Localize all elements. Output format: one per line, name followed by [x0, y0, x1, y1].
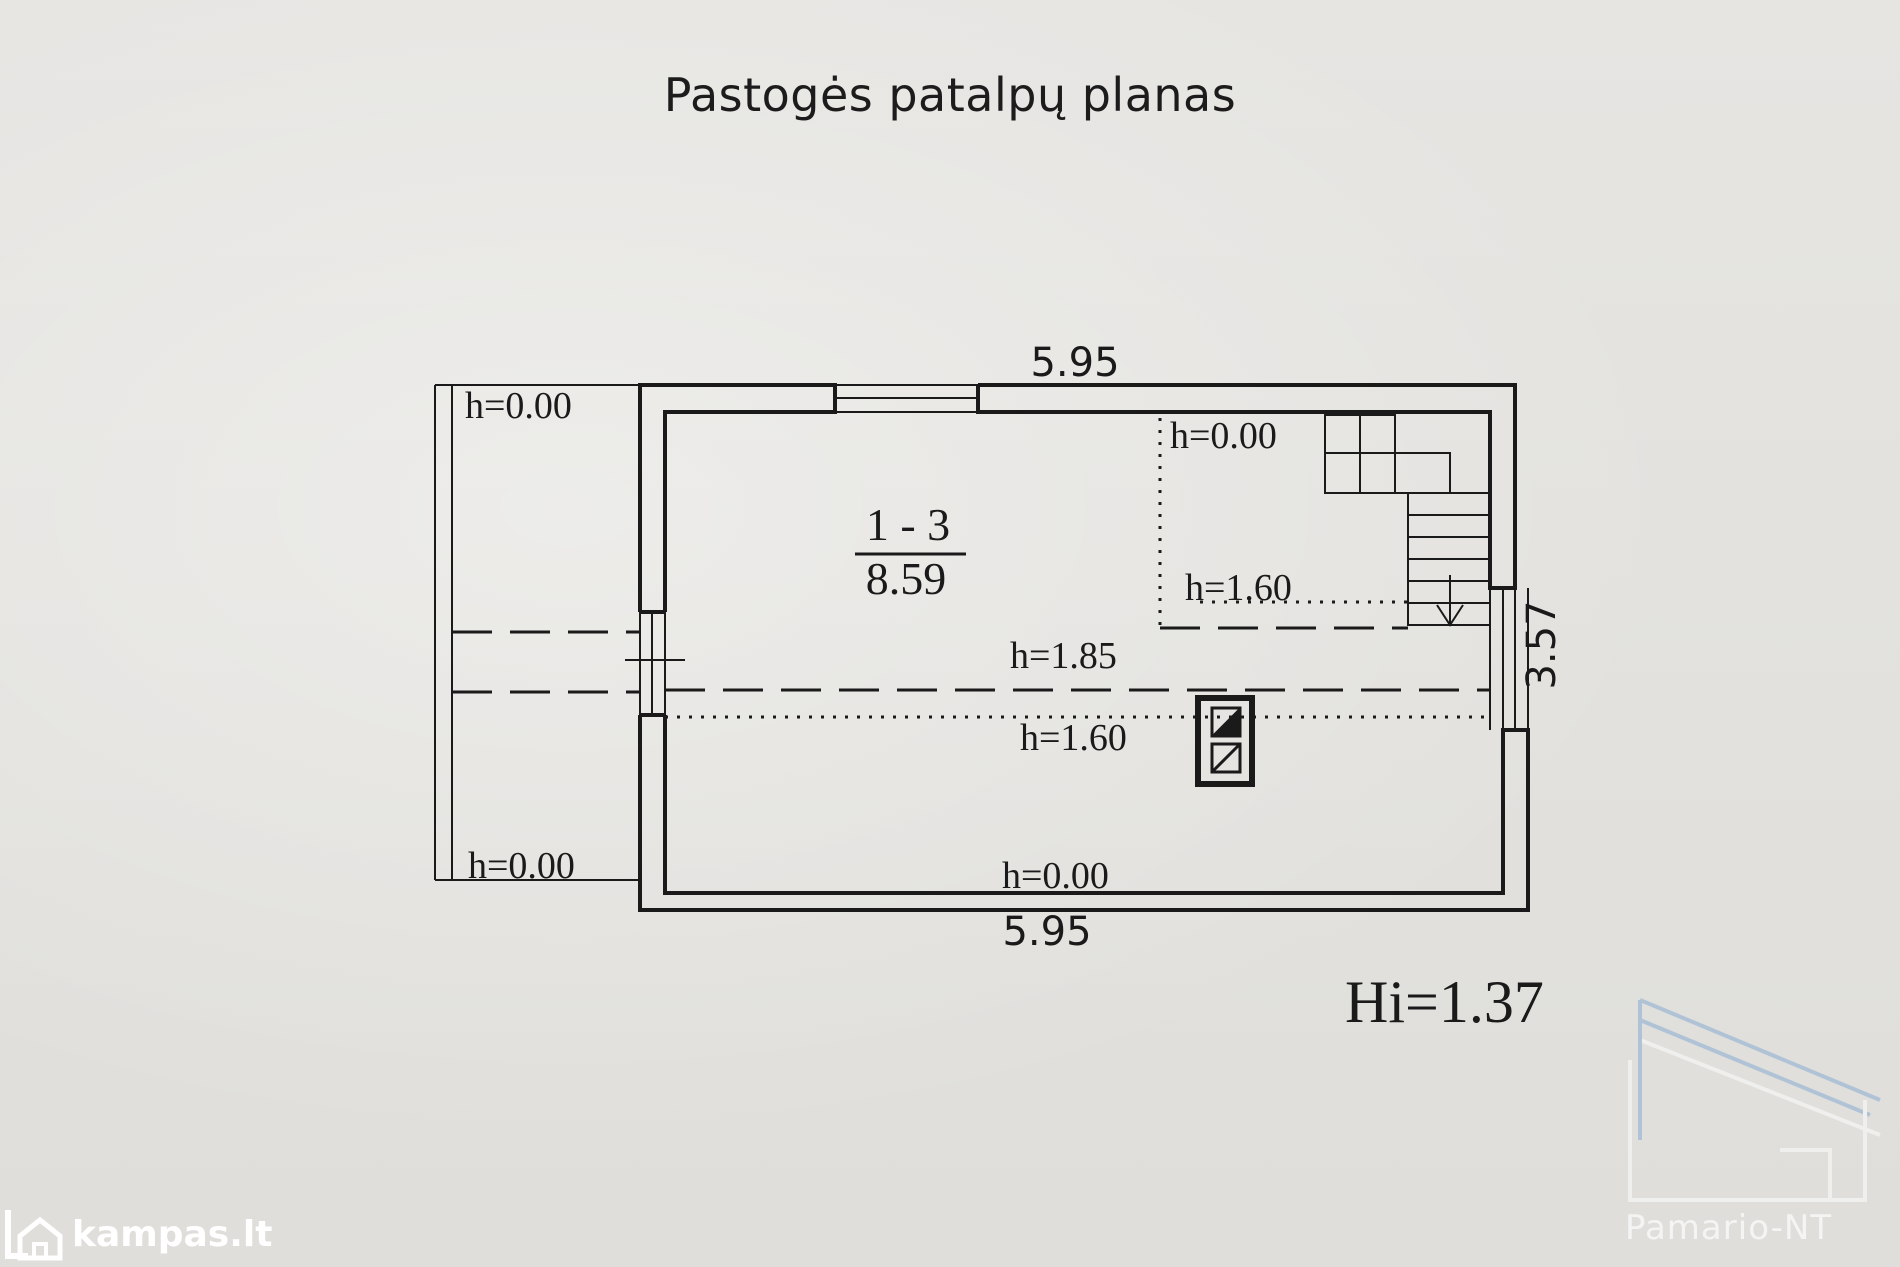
pamario-brand-text: Pamario-NT [1625, 1208, 1833, 1248]
room-number: 1 - 3 [866, 499, 950, 550]
height-label-inner-right-mid: h=1.60 [1185, 567, 1292, 609]
height-label-left-bottom: h=0.00 [468, 845, 575, 887]
room-area: 8.59 [866, 553, 947, 604]
pamario-logo-icon [1628, 998, 1881, 1202]
average-height: Hi=1.37 [1345, 969, 1544, 1035]
height-label-center-line: h=1.85 [1010, 635, 1117, 677]
kampas-watermark: kampas.lt [2, 1206, 272, 1262]
height-label-bottom-wall: h=0.00 [1002, 855, 1109, 897]
dimension-bottom: 5.95 [1002, 909, 1091, 955]
kampas-brand-text: kampas.lt [72, 1213, 273, 1255]
height-label-inner-top-right: h=0.00 [1170, 415, 1277, 457]
chimney-symbol [1195, 695, 1255, 787]
walls [625, 383, 1530, 912]
staircase [1324, 414, 1490, 627]
dimension-right: 3.57 [1519, 600, 1565, 689]
kampas-logo-icon [5, 1210, 63, 1261]
left-overhang [434, 384, 640, 881]
height-lines [665, 418, 1490, 719]
dimension-top: 5.95 [1030, 340, 1119, 386]
height-label-left-top: h=0.00 [465, 385, 572, 427]
page-title: Pastogės patalpų planas [663, 68, 1237, 122]
height-label-lower-line: h=1.60 [1020, 717, 1127, 759]
